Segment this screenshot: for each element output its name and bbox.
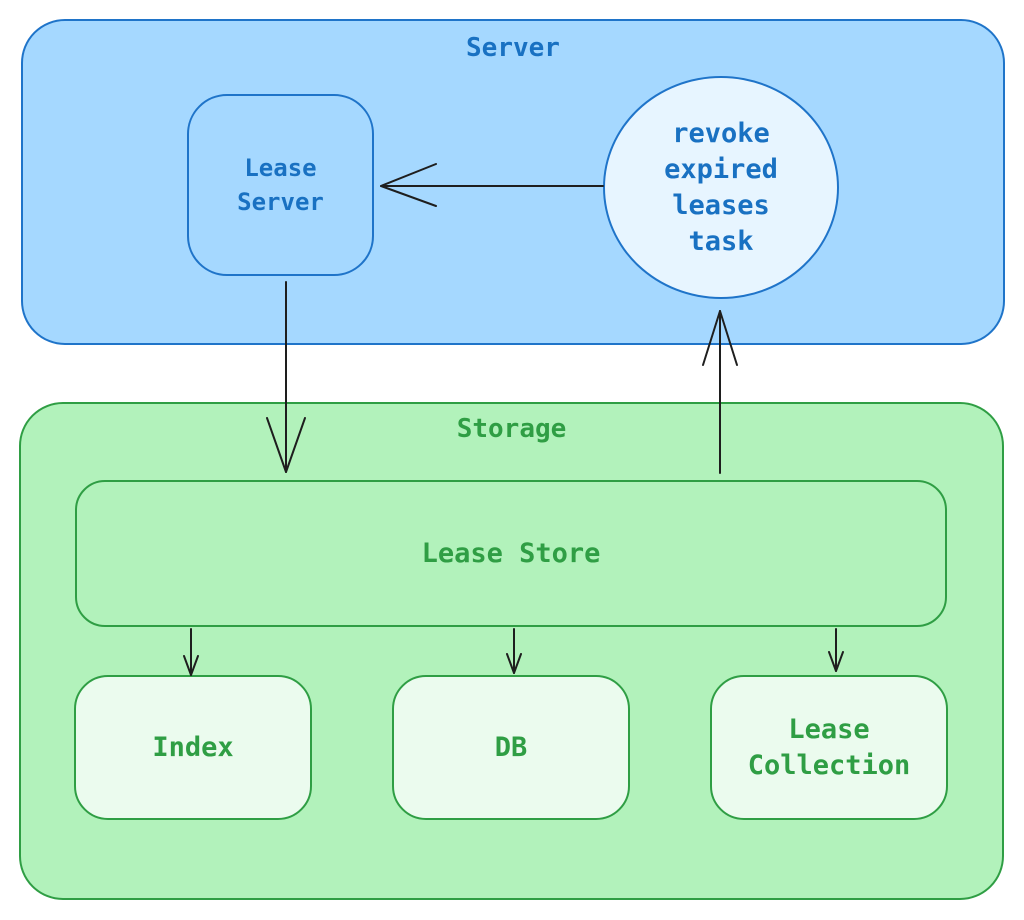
storage-group-title: Storage [456, 414, 567, 444]
lease-server-label: Lease Server [237, 154, 324, 216]
lease-collection-node: Lease Collection [710, 675, 948, 820]
server-group: Server [21, 19, 1005, 345]
lease-server-node: Lease Server [187, 94, 374, 276]
arrow-store-to-db [506, 628, 522, 674]
index-node: Index [74, 675, 312, 820]
arrow-lease-server-to-store [266, 281, 306, 473]
arrow-store-to-index [183, 628, 199, 676]
arrow-store-to-collection [828, 628, 844, 672]
lease-store-label: Lease Store [421, 538, 601, 569]
revoke-task-label: revoke expired leases task [664, 117, 778, 257]
server-group-title: Server [466, 33, 560, 63]
arrow-store-to-revoke [702, 310, 738, 474]
db-node: DB [392, 675, 630, 820]
lease-collection-label: Lease Collection [747, 713, 911, 781]
revoke-expired-leases-task-node: revoke expired leases task [603, 76, 839, 299]
arrow-revoke-to-lease-server [380, 163, 604, 207]
lease-store-node: Lease Store [75, 480, 947, 627]
index-label: Index [152, 731, 234, 763]
db-label: DB [494, 731, 528, 763]
